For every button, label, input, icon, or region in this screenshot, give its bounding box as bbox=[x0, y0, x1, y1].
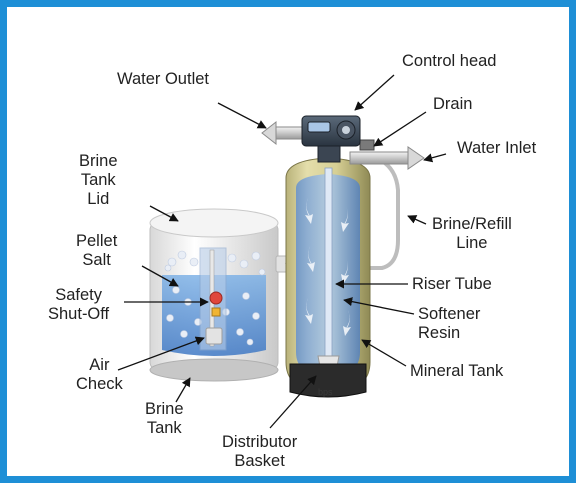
drain-fitting bbox=[359, 139, 375, 151]
tank-base bbox=[289, 363, 367, 398]
leader-pellet-salt bbox=[141, 265, 179, 287]
label-mineral-tank: Mineral Tank bbox=[410, 362, 504, 380]
label-water-inlet: Water Inlet bbox=[457, 139, 537, 157]
pellet-salt bbox=[164, 250, 266, 346]
safety-shut-off-float bbox=[209, 291, 223, 305]
leader-drain bbox=[373, 111, 427, 147]
label-brine-refill-line: Brine/Refill Line bbox=[432, 215, 512, 252]
leader-air-check bbox=[117, 336, 205, 371]
label-brine-tank: Brine Tank bbox=[145, 400, 184, 437]
label-distributor-basket: Distributor Basket bbox=[222, 433, 298, 470]
control-head bbox=[301, 115, 361, 147]
leader-brine-refill-line bbox=[407, 215, 427, 225]
label-softener-resin: Softener Resin bbox=[418, 305, 481, 342]
leader-water-outlet bbox=[217, 102, 267, 129]
label-pellet-salt: Pellet Salt bbox=[76, 232, 118, 269]
mineral-tank: bps bbox=[285, 157, 371, 398]
leader-water-inlet bbox=[423, 153, 447, 163]
riser-tube bbox=[324, 167, 333, 365]
label-air-check: Air Check bbox=[76, 356, 123, 393]
air-check-valve bbox=[205, 327, 223, 345]
leader-brine-tank-lid bbox=[149, 205, 179, 222]
label-water-outlet: Water Outlet bbox=[117, 70, 209, 88]
label-drain: Drain bbox=[433, 95, 473, 113]
brine-tank bbox=[149, 208, 289, 382]
leader-mineral-tank bbox=[361, 339, 407, 367]
label-safety-shut-off: Safety Shut-Off bbox=[48, 286, 110, 323]
leader-control-head bbox=[354, 74, 395, 111]
label-control-head: Control head bbox=[402, 52, 497, 70]
label-riser-tube: Riser Tube bbox=[412, 275, 492, 293]
leader-softener-resin bbox=[343, 297, 415, 315]
leader-brine-tank bbox=[175, 377, 191, 403]
base-mark: bps bbox=[318, 387, 333, 397]
leader-distributor-basket bbox=[269, 375, 317, 429]
label-brine-tank-lid: Brine Tank Lid bbox=[79, 152, 118, 208]
brine-tank-lid bbox=[149, 208, 279, 238]
water-inlet-pipe bbox=[349, 146, 425, 170]
